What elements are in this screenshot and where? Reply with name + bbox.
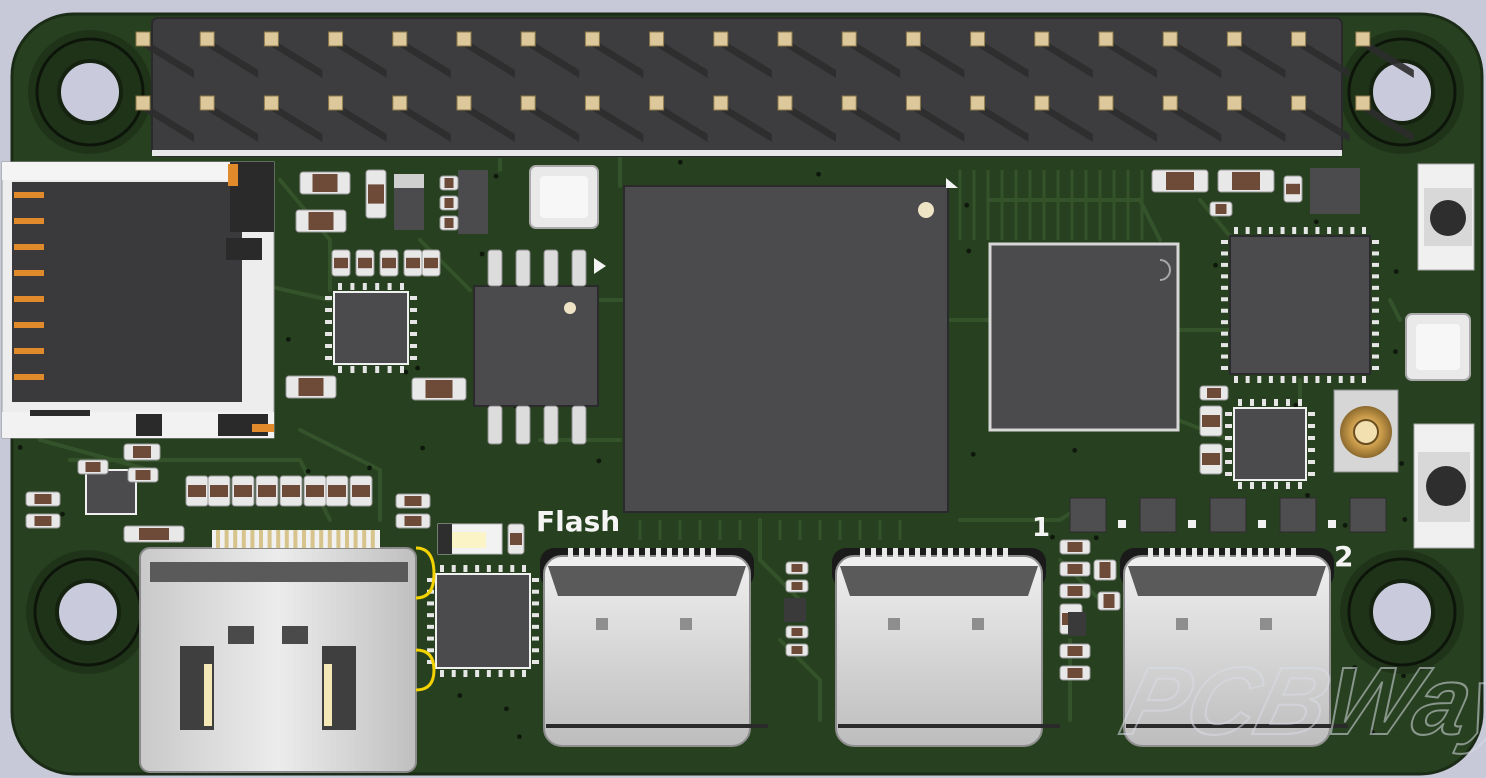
- header-pin-grid: [135, 31, 1414, 142]
- mounting-hole-top-left: [28, 30, 152, 154]
- usb-hub-chip: [1225, 399, 1315, 489]
- passive-components: [25, 169, 1303, 681]
- button-top[interactable]: [1417, 163, 1475, 271]
- mosfet: [394, 174, 424, 230]
- flash-label: Flash: [536, 505, 620, 538]
- regulator-chip: [458, 170, 488, 234]
- button-bottom[interactable]: [1413, 423, 1475, 549]
- pcbway-watermark: PCBWay: [1112, 647, 1486, 754]
- crystal-top: [529, 165, 599, 229]
- usb-2-label: 2: [1334, 540, 1353, 573]
- usb-c-port-2: [832, 548, 1060, 747]
- spi-flash-chip: [473, 249, 606, 445]
- crystal-right: [1405, 313, 1471, 381]
- pmic-chip: [325, 283, 417, 373]
- mounting-hole-bottom-left: [26, 550, 150, 674]
- mounting-hole-bottom-right: [1340, 550, 1464, 674]
- usb-1-label: 1: [1032, 513, 1050, 543]
- sd-contacts: [14, 192, 44, 380]
- usb-c-ports: [540, 548, 1348, 747]
- led-pad-row: [1069, 497, 1387, 533]
- usb-c-port-1: [540, 548, 768, 747]
- microsd-slot: [1, 161, 275, 439]
- flash-led: [437, 523, 503, 555]
- antenna-connector: [1333, 389, 1399, 473]
- ldo-chip: [1310, 168, 1360, 214]
- mounting-hole-top-right: [1340, 30, 1464, 154]
- bridge-chip: [427, 565, 539, 677]
- wifi-chip: [1221, 227, 1379, 383]
- gpio-header: [135, 17, 1414, 157]
- main-soc-chip: [623, 178, 958, 513]
- ram-chip: [988, 242, 1180, 432]
- usb-c-port-3: [1120, 548, 1348, 747]
- mini-hdmi-connector: [139, 530, 436, 773]
